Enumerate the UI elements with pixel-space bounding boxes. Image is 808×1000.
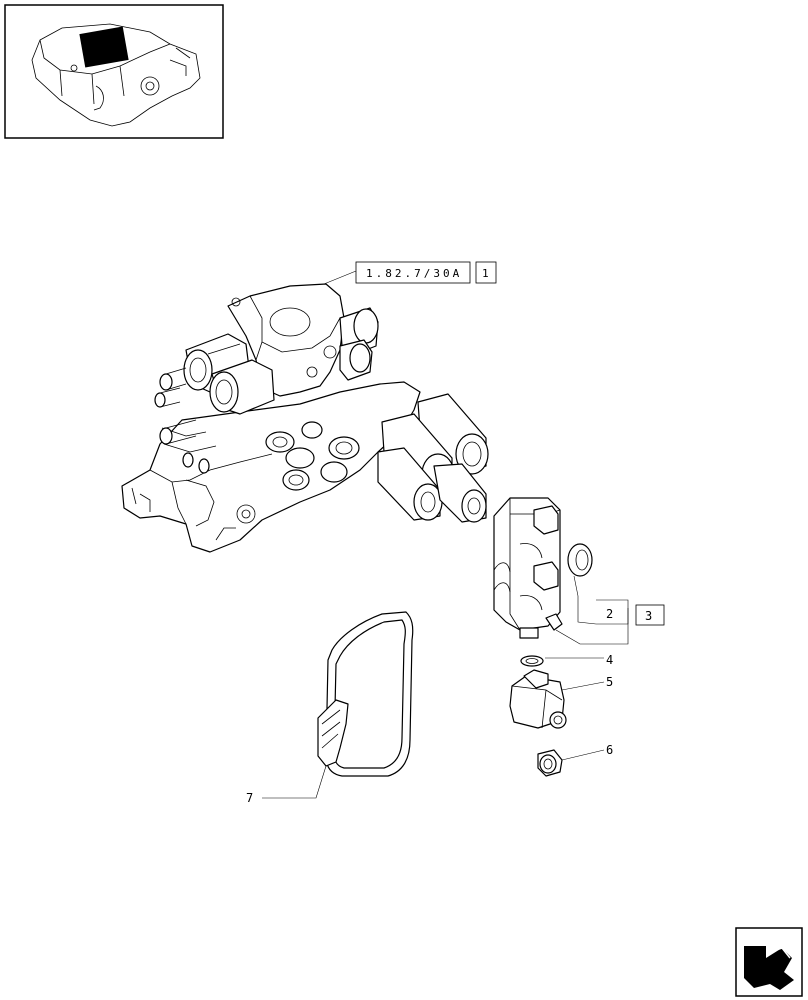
- part-3-cap[interactable]: [567, 543, 593, 577]
- callout-2-label: 2: [606, 607, 613, 621]
- part-6-plug[interactable]: 6: [537, 743, 613, 777]
- reference-callout[interactable]: 1.82.7/30A 1: [323, 261, 497, 285]
- locator-assembly-sketch: [31, 23, 201, 127]
- reference-qty: 1: [482, 267, 492, 280]
- upper-solenoid-right: [209, 359, 275, 415]
- part-4-oring[interactable]: 4: [520, 653, 613, 667]
- part-7-gasket[interactable]: 7: [246, 611, 414, 805]
- middle-caps: [265, 421, 360, 491]
- callout-3-box: [635, 604, 665, 626]
- part-2-block[interactable]: [493, 497, 563, 639]
- callout-4-label: 4: [606, 653, 613, 667]
- locator-thumbnail[interactable]: [4, 4, 224, 139]
- upper-cylinder-right: [339, 307, 379, 381]
- left-fittings: [154, 367, 210, 474]
- spool-cylinders: [377, 393, 489, 523]
- callout-5-label: 5: [606, 675, 613, 689]
- reference-code: 1.82.7/30A: [366, 267, 462, 280]
- callout-3-label: 3: [645, 609, 652, 623]
- callout-6-label: 6: [606, 743, 613, 757]
- callout-2-3: 2 3: [555, 575, 665, 645]
- reference-code-box: [355, 261, 471, 284]
- callout-7-label: 7: [246, 791, 253, 805]
- valve-assembly[interactable]: [121, 283, 489, 553]
- next-page-arrow-icon[interactable]: [735, 927, 803, 997]
- part-5-connector[interactable]: 5: [509, 669, 613, 729]
- reference-qty-box: [475, 261, 497, 284]
